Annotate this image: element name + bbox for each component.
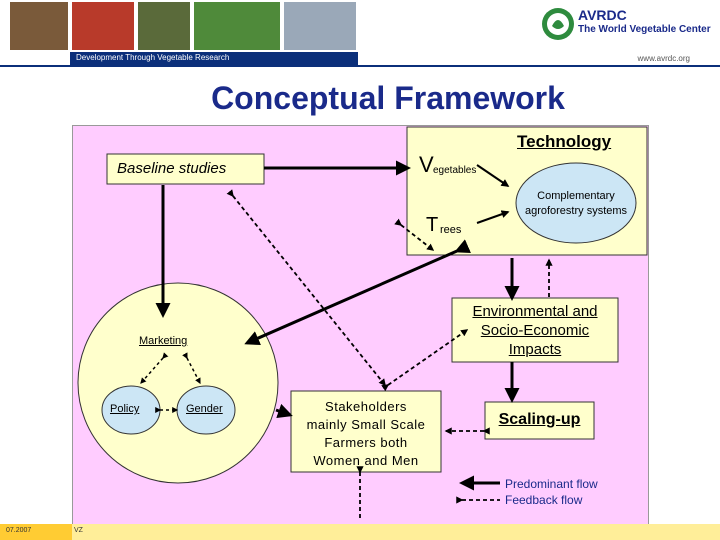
- flow-trees-to-complementary: [476, 210, 510, 224]
- legend-feedback-label: Feedback flow: [505, 493, 583, 507]
- footer-bar: [72, 524, 720, 540]
- trees-label: rees: [440, 224, 462, 236]
- feedback-stakeholders-environment: [381, 329, 469, 392]
- header-photo-mother-child: [10, 2, 68, 50]
- trees-initial: T: [426, 214, 439, 236]
- scaling-up-box: [484, 401, 595, 440]
- baseline-studies-box: [106, 153, 265, 185]
- policy-label: Policy: [110, 403, 140, 415]
- stakeholders-line-3: Farmers both: [324, 435, 408, 450]
- environmental-line-2: Socio-Economic: [480, 322, 590, 339]
- footer-initials: VZ: [74, 527, 83, 534]
- header-photo-strip: [0, 0, 360, 52]
- header-divider: [0, 65, 720, 67]
- social-factors-circle: [77, 282, 279, 484]
- marketing-label: Marketing: [139, 335, 188, 347]
- header-photo-tomatoes: [72, 2, 134, 50]
- stakeholders-line-4: Women and Men: [313, 453, 419, 468]
- gender-label: Gender: [186, 403, 223, 415]
- complementary-agroforestry-ellipse: [515, 162, 637, 244]
- stakeholders-line-2: mainly Small Scale: [306, 417, 426, 432]
- flow-vegetables-to-complementary: [476, 164, 510, 187]
- complementary-line-2: agroforestry systems: [524, 205, 628, 217]
- logo-name: AVRDC: [578, 7, 627, 23]
- header-photo-field: [194, 2, 280, 50]
- scaling-up-label: Scaling-up: [498, 411, 581, 428]
- logo-subtitle: The World Vegetable Center: [578, 24, 711, 35]
- feedback-baseline-stakeholders: [226, 189, 386, 387]
- website-url[interactable]: www.avrdc.org: [637, 54, 690, 63]
- page-title: Conceptual Framework: [211, 80, 565, 116]
- footer-date: 07.2007: [6, 527, 32, 534]
- stakeholders-line-1: Stakeholders: [325, 399, 407, 414]
- avrdc-logo-icon: [542, 8, 574, 40]
- flow-social-to-stakeholders: [275, 403, 293, 419]
- stakeholders-box: [290, 390, 442, 473]
- technology-label: Technology: [517, 132, 612, 151]
- tagline: Development Through Vegetable Research: [76, 53, 230, 62]
- tagline-bar: [70, 52, 358, 66]
- environmental-line-1: Environmental and: [472, 303, 598, 320]
- link-marketing-gender: [182, 352, 201, 385]
- header-photo-lab: [284, 2, 356, 50]
- legend-predominant-label: Predominant flow: [505, 477, 598, 491]
- header-photo-children: [138, 2, 190, 50]
- baseline-studies-label: Baseline studies: [117, 160, 227, 177]
- footer-date-box: 07.2007: [0, 524, 72, 540]
- environmental-line-3: Impacts: [508, 341, 562, 358]
- flow-technology-social: [244, 239, 472, 346]
- complementary-line-1: Complementary: [537, 190, 615, 202]
- vegetables-label: egetables: [433, 165, 477, 176]
- vegetables-initial: V: [419, 152, 434, 177]
